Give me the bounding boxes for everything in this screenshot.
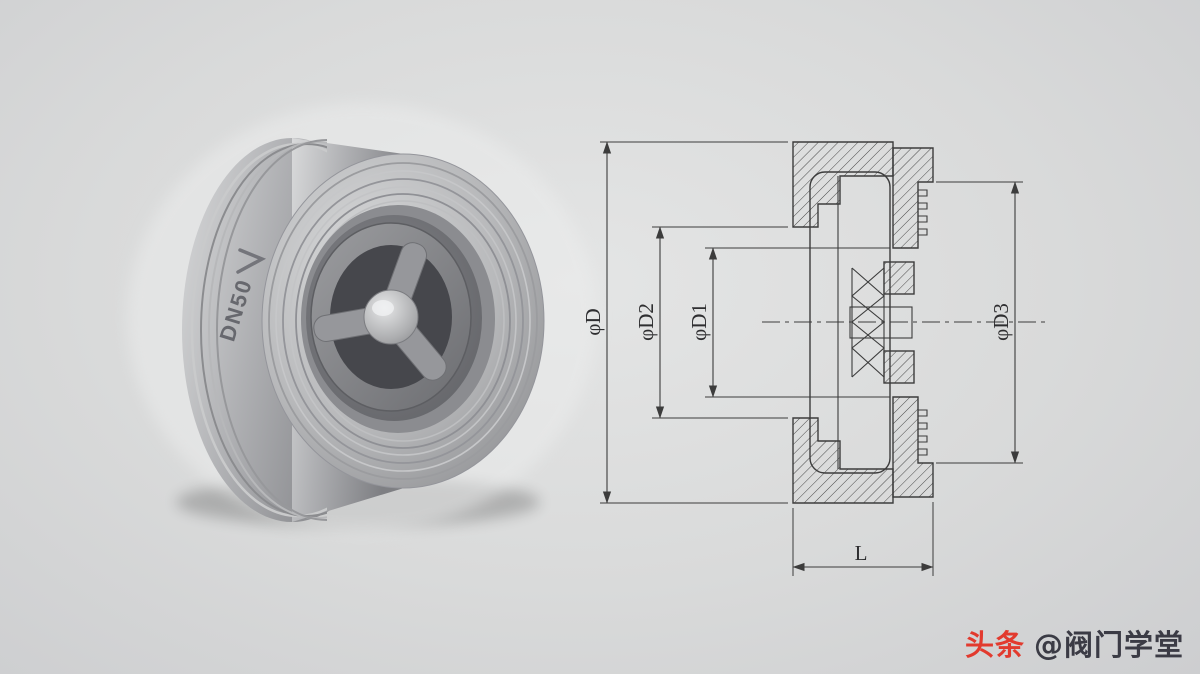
- valve-disc: [310, 222, 472, 412]
- body-section-upper: [792, 141, 894, 228]
- dim-label-d3: φD3: [989, 303, 1013, 341]
- dim-label-d2: φD2: [634, 303, 658, 341]
- dim-label-d1: φD1: [687, 303, 711, 341]
- seat-ring-upper: [892, 147, 934, 249]
- thread-teeth-lower: [918, 409, 928, 456]
- dim-label-d: φD: [581, 308, 605, 335]
- thread-teeth-upper: [918, 189, 928, 236]
- watermark: 头条@阀门学堂: [965, 622, 1184, 664]
- valve-photo: DN50: [127, 103, 597, 533]
- watermark-brand: 头条: [964, 628, 1025, 662]
- seat-ring-lower: [892, 396, 934, 498]
- technical-drawing: φD φD2 φD1 φD3 L: [581, 141, 1048, 576]
- dim-label-l: L: [855, 541, 868, 565]
- drawing-sections: [792, 141, 934, 504]
- hub-highlight: [372, 300, 394, 316]
- spring-seat-lower: [883, 350, 915, 384]
- flange-grooves: [268, 162, 538, 480]
- spring-seat-upper: [883, 261, 915, 295]
- dimension-lines: [602, 141, 1020, 572]
- disc-hub: [363, 289, 419, 345]
- watermark-handle: @阀门学堂: [1033, 628, 1184, 662]
- drum-rib-arcs: [190, 139, 327, 521]
- flow-arrow-marking: [236, 248, 267, 274]
- extension-lines: [600, 141, 1023, 576]
- body-section-lower: [792, 417, 894, 504]
